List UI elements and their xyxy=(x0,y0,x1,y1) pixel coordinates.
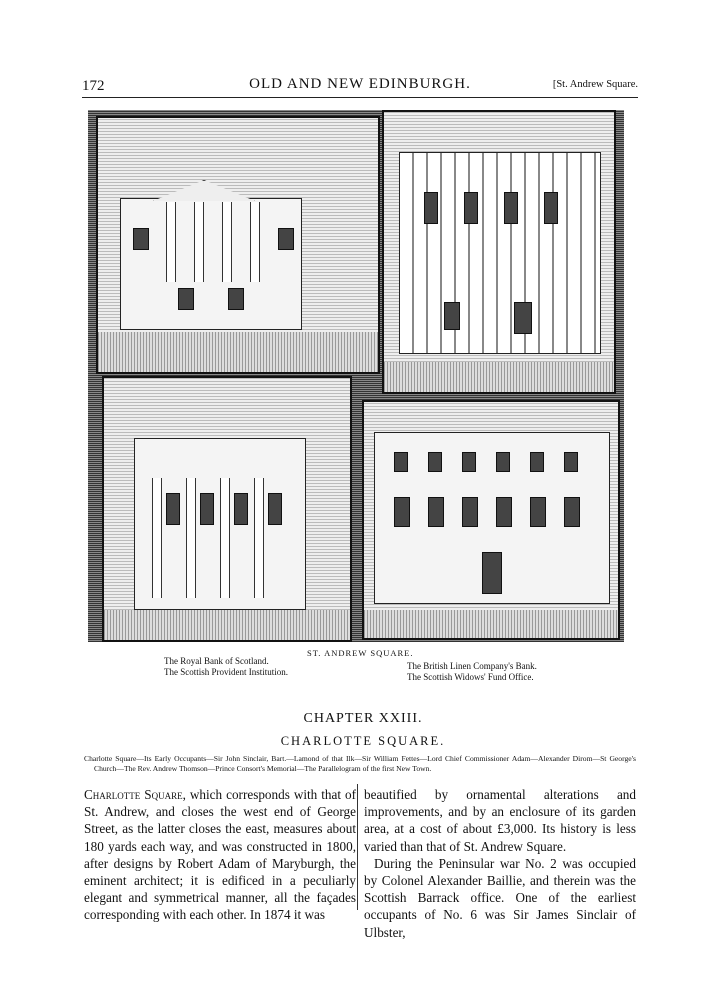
column xyxy=(220,478,230,598)
window xyxy=(200,493,214,525)
column xyxy=(166,202,176,282)
figure-captions: ST. ANDREW SQUARE. The Royal Bank of Sco… xyxy=(0,648,726,688)
window xyxy=(394,497,410,527)
window xyxy=(530,497,546,527)
paragraph: which corresponds with that of St. Andre… xyxy=(84,787,356,923)
window xyxy=(464,192,478,224)
text-column-left: Charlotte Square, which corresponds with… xyxy=(84,786,356,924)
window xyxy=(496,452,510,472)
column xyxy=(194,202,204,282)
book-title: OLD AND NEW EDINBURGH. xyxy=(249,76,471,92)
window xyxy=(178,288,194,310)
window xyxy=(504,192,518,224)
window xyxy=(394,452,408,472)
window xyxy=(564,452,578,472)
window xyxy=(133,228,149,250)
building-british-linen xyxy=(399,152,601,354)
chapter-synopsis: Charlotte Square—Its Early Occupants—Sir… xyxy=(84,754,636,773)
panel-scottish-widows xyxy=(362,400,620,640)
panel-royal-bank xyxy=(96,116,380,374)
window xyxy=(228,288,244,310)
chapter-title: CHARLOTTE SQUARE. xyxy=(280,734,446,748)
window xyxy=(530,452,544,472)
panel-scottish-provident xyxy=(102,376,352,642)
street xyxy=(384,362,614,392)
pediment xyxy=(153,180,255,201)
page-header: 172 OLD AND NEW EDINBURGH. [St. Andrew S… xyxy=(82,76,638,96)
caption-scottish-widows: The Scottish Widows' Fund Office. xyxy=(407,672,534,682)
chapter-number: CHAPTER XXIII. xyxy=(303,711,423,726)
paragraph: beautified by ornamental alterations and… xyxy=(364,787,636,854)
window xyxy=(444,302,460,330)
text-column-right: beautified by ornamental alterations and… xyxy=(364,786,636,941)
header-rule xyxy=(82,97,638,98)
street xyxy=(364,610,618,638)
window xyxy=(544,192,558,224)
column xyxy=(254,478,264,598)
caption-left: The Royal Bank of Scotland. The Scottish… xyxy=(164,656,288,678)
paragraph: During the Peninsular war No. 2 was occu… xyxy=(364,855,636,940)
window xyxy=(462,452,476,472)
street xyxy=(98,332,378,372)
window xyxy=(268,493,282,525)
caption-scottish-provident: The Scottish Provident Institution. xyxy=(164,667,288,677)
column xyxy=(152,478,162,598)
column-divider xyxy=(357,784,358,910)
window xyxy=(428,497,444,527)
panel-british-linen xyxy=(382,110,616,394)
running-head: [St. Andrew Square. xyxy=(552,79,638,90)
caption-right: The British Linen Company's Bank. The Sc… xyxy=(407,661,537,683)
engraving-plate xyxy=(88,110,624,642)
street xyxy=(104,610,350,640)
window xyxy=(166,493,180,525)
window xyxy=(234,493,248,525)
window xyxy=(278,228,294,250)
building-royal-bank xyxy=(120,198,302,330)
column xyxy=(250,202,260,282)
lead-smallcaps: Charlotte Square, xyxy=(84,787,186,802)
window xyxy=(462,497,478,527)
caption-royal-bank: The Royal Bank of Scotland. xyxy=(164,656,269,666)
window xyxy=(496,497,512,527)
doorway xyxy=(482,552,502,594)
window xyxy=(428,452,442,472)
page-number: 172 xyxy=(82,78,105,94)
column xyxy=(186,478,196,598)
window xyxy=(424,192,438,224)
column xyxy=(222,202,232,282)
window xyxy=(564,497,580,527)
caption-british-linen: The British Linen Company's Bank. xyxy=(407,661,537,671)
figure-title: ST. ANDREW SQUARE. xyxy=(307,648,414,658)
doorway xyxy=(514,302,532,334)
